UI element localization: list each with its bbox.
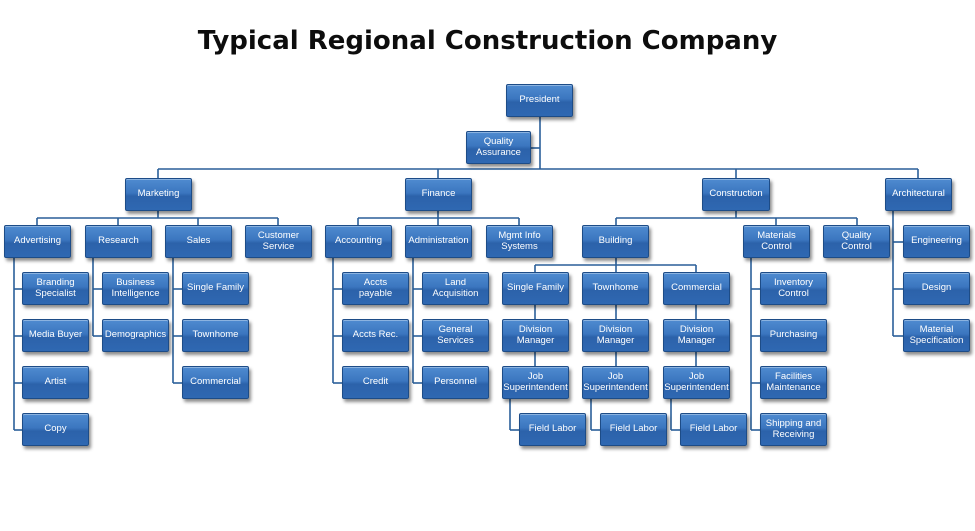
node-accounting: Accounting <box>325 225 392 258</box>
node-job-superintendent-1: Job Superintendent <box>502 366 569 399</box>
node-shipping-and-receiving: Shipping and Receiving <box>760 413 827 446</box>
node-president: President <box>506 84 573 117</box>
node-finance: Finance <box>405 178 472 211</box>
node-job-superintendent-2: Job Superintendent <box>582 366 649 399</box>
node-field-labor-3: Field Labor <box>680 413 747 446</box>
node-media-buyer: Media Buyer <box>22 319 89 352</box>
node-sales-commercial: Commercial <box>182 366 249 399</box>
node-demographics: Demographics <box>102 319 169 352</box>
node-building-commercial: Commercial <box>663 272 730 305</box>
node-advertising: Advertising <box>4 225 71 258</box>
node-facilities-maintenance: Facilities Maintenance <box>760 366 827 399</box>
node-division-manager-1: Division Manager <box>502 319 569 352</box>
node-credit: Credit <box>342 366 409 399</box>
node-general-services: General Services <box>422 319 489 352</box>
node-construction: Construction <box>702 178 770 211</box>
node-quality-assurance: Quality Assurance <box>466 131 531 164</box>
node-building-townhome: Townhome <box>582 272 649 305</box>
node-building-single-family: Single Family <box>502 272 569 305</box>
node-personnel: Personnel <box>422 366 489 399</box>
node-land-acquisition: Land Acquisition <box>422 272 489 305</box>
node-branding-specialist: Branding Specialist <box>22 272 89 305</box>
node-field-labor-1: Field Labor <box>519 413 586 446</box>
node-artist: Artist <box>22 366 89 399</box>
node-architectural: Architectural <box>885 178 952 211</box>
node-research: Research <box>85 225 152 258</box>
node-sales: Sales <box>165 225 232 258</box>
node-copy: Copy <box>22 413 89 446</box>
node-business-intelligence: Business Intelligence <box>102 272 169 305</box>
node-quality-control: Quality Control <box>823 225 890 258</box>
node-administration: Administration <box>405 225 472 258</box>
page-title: Typical Regional Construction Company <box>197 26 778 56</box>
node-field-labor-2: Field Labor <box>600 413 667 446</box>
node-purchasing: Purchasing <box>760 319 827 352</box>
node-engineering: Engineering <box>903 225 970 258</box>
node-accts-payable: Accts payable <box>342 272 409 305</box>
node-building: Building <box>582 225 649 258</box>
node-marketing: Marketing <box>125 178 192 211</box>
node-sales-townhome: Townhome <box>182 319 249 352</box>
node-mgmt-info-systems: Mgmt Info Systems <box>486 225 553 258</box>
node-accts-rec: Accts Rec. <box>342 319 409 352</box>
node-design: Design <box>903 272 970 305</box>
node-job-superintendent-3: Job Superintendent <box>663 366 730 399</box>
node-material-specification: Material Specification <box>903 319 970 352</box>
node-sales-single-family: Single Family <box>182 272 249 305</box>
node-division-manager-2: Division Manager <box>582 319 649 352</box>
node-customer-service: Customer Service <box>245 225 312 258</box>
node-division-manager-3: Division Manager <box>663 319 730 352</box>
node-inventory-control: Inventory Control <box>760 272 827 305</box>
node-materials-control: Materials Control <box>743 225 810 258</box>
